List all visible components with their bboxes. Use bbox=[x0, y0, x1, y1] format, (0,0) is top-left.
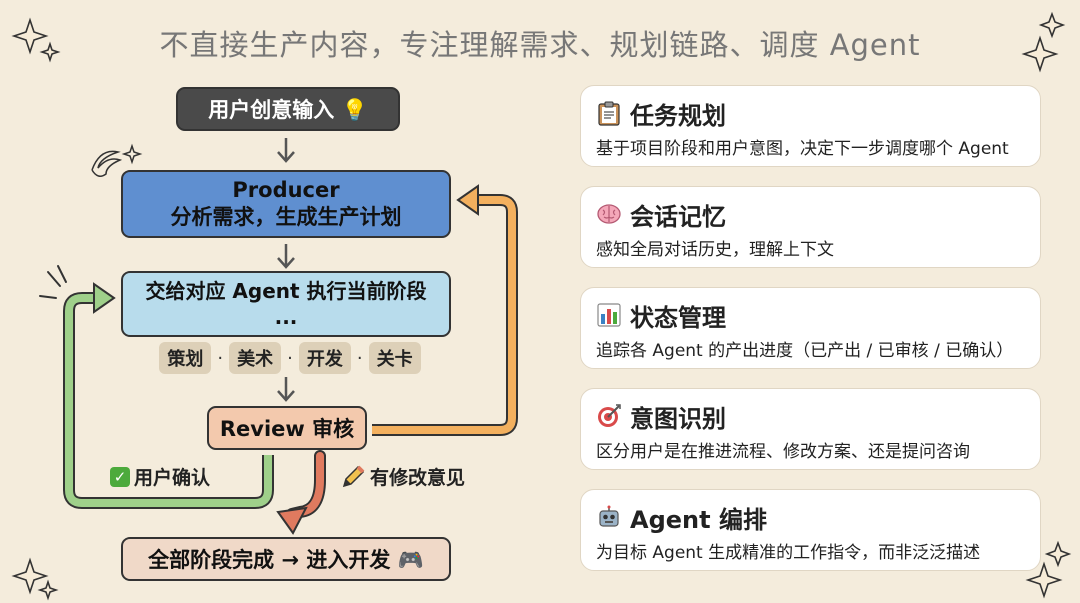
doodle-burst bbox=[39, 265, 67, 299]
role-chip: 开发 bbox=[298, 342, 351, 374]
done-node: 全部阶段完成 → 进入开发 🎮 bbox=[121, 537, 451, 581]
pencil-icon bbox=[342, 465, 365, 487]
card-description: 基于项目阶段和用户意图，决定下一步调度哪个 Agent bbox=[596, 139, 1009, 159]
role-chip: 美术 bbox=[229, 342, 282, 374]
card-description: 区分用户是在推进流程、修改方案、还是提问咨询 bbox=[596, 442, 970, 462]
card-description: 为目标 Agent 生成精准的工作指令，而非泛泛描述 bbox=[596, 543, 981, 563]
clipboard-icon bbox=[598, 101, 620, 126]
feature-card-task-planning: 任务规划 基于项目阶段和用户意图，决定下一步调度哪个 Agent bbox=[580, 85, 1041, 167]
review-node: Review 审核 bbox=[207, 406, 367, 450]
user-input-label: 用户创意输入 💡 bbox=[208, 98, 368, 122]
role-chip: 关卡 bbox=[368, 342, 421, 374]
feature-card-intent-recognition: 意图识别 区分用户是在推进流程、修改方案、还是提问咨询 bbox=[580, 388, 1041, 470]
card-description: 感知全局对话历史，理解上下文 bbox=[596, 240, 834, 260]
producer-title: Producer bbox=[232, 178, 340, 202]
execute-ellipsis: ... bbox=[274, 305, 298, 329]
execute-node: 交给对应 Agent 执行当前阶段 ... bbox=[121, 271, 451, 337]
card-title: 状态管理 bbox=[630, 303, 726, 332]
confirm-label: ✓ 用户确认 bbox=[110, 463, 210, 490]
role-chips: 策划 · 美术 · 开发 · 关卡 bbox=[140, 342, 440, 374]
feature-card-agent-orchestration: Agent 编排 为目标 Agent 生成精准的工作指令，而非泛泛描述 bbox=[580, 489, 1041, 571]
review-label: Review 审核 bbox=[219, 417, 355, 441]
role-chip: 策划 bbox=[159, 342, 212, 374]
page-title: 不直接生产内容，专注理解需求、规划链路、调度 Agent bbox=[159, 28, 921, 62]
edit-label: 有修改意见 bbox=[340, 463, 465, 490]
card-title: Agent 编排 bbox=[630, 505, 767, 534]
checkmark-icon: ✓ bbox=[110, 466, 130, 487]
card-description: 追踪各 Agent 的产出进度（已产出 / 已审核 / 已确认） bbox=[596, 341, 1014, 361]
execute-label: 交给对应 Agent 执行当前阶段 bbox=[145, 279, 427, 303]
user-input-node: 用户创意输入 💡 bbox=[176, 87, 400, 131]
card-title: 意图识别 bbox=[630, 404, 726, 433]
down-arrow bbox=[277, 138, 295, 402]
card-title: 会话记忆 bbox=[630, 202, 726, 231]
done-label: 全部阶段完成 → 进入开发 🎮 bbox=[148, 548, 424, 572]
producer-node: Producer 分析需求，生成生产计划 bbox=[121, 170, 451, 238]
doodle-scribble bbox=[91, 143, 143, 177]
target-icon bbox=[598, 404, 621, 427]
producer-subtitle: 分析需求，生成生产计划 bbox=[170, 205, 402, 229]
card-title: 任务规划 bbox=[630, 101, 726, 130]
bar-chart-icon bbox=[597, 303, 621, 327]
robot-icon bbox=[599, 505, 619, 527]
sparkle-decorations bbox=[11, 11, 1072, 601]
feature-card-session-memory: 会话记忆 感知全局对话历史，理解上下文 bbox=[580, 186, 1041, 268]
feature-card-state-management: 状态管理 追踪各 Agent 的产出进度（已产出 / 已审核 / 已确认） bbox=[580, 287, 1041, 369]
brain-icon bbox=[597, 204, 621, 224]
